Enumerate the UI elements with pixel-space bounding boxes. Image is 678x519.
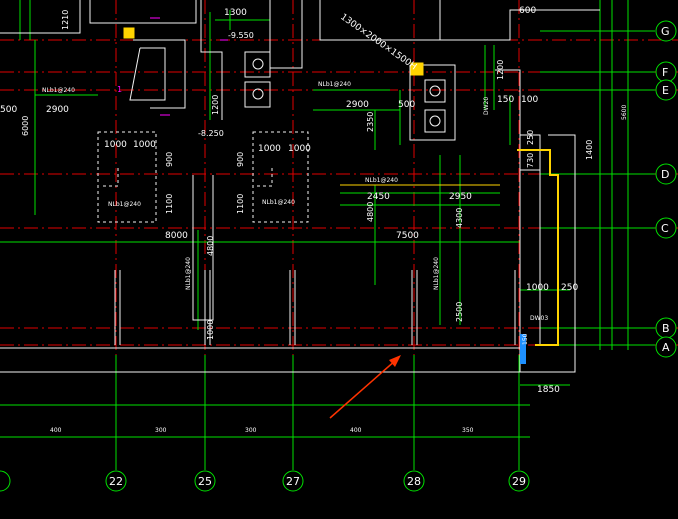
grid-row-B: B (662, 322, 670, 335)
dim-900-b: 900 (236, 152, 245, 167)
dim-150: 150 (497, 95, 514, 105)
elevation-label-2: -8.250 (198, 129, 224, 138)
dw-label-1: DW20 (483, 97, 490, 115)
dim-2350: 2350 (366, 112, 375, 132)
blue-marker (520, 334, 526, 364)
dashed-boxes (97, 131, 309, 223)
dim-1100-a: 1100 (165, 194, 174, 214)
dim-1400: 1400 (585, 140, 594, 160)
red-axis-lines (0, 0, 678, 360)
grid-row-D: D (661, 168, 669, 181)
grid-row-A: A (662, 341, 670, 354)
dim-500-mid: 500 (398, 100, 415, 110)
dim-350: 350 (462, 427, 474, 434)
dim-5600: 5600 (621, 105, 628, 120)
magenta-mark-1: 1 (117, 85, 122, 94)
dim-500-left: 500 (0, 105, 17, 115)
dim-730: 730 (526, 153, 535, 168)
dim-1000-d: 1000 (288, 144, 311, 154)
vertical-dimension-labels: 1210 6000 1200 1200 2350 250 730 1400 90… (21, 10, 628, 345)
white-walls (0, 0, 600, 373)
beam-label-1: NLb1@240 (42, 87, 75, 94)
beam-label-3: NLb1@240 (108, 201, 141, 208)
green-dimension-lines (0, 0, 655, 470)
dim-1300: 1300 (224, 8, 247, 18)
dim-8000: 8000 (165, 231, 188, 241)
grid-row-G: G (661, 25, 670, 38)
dim-1000-c: 1000 (258, 144, 281, 154)
dim-100: 100 (521, 95, 538, 105)
elevation-label-1: -9.550 (228, 31, 254, 40)
dim-1210: 1210 (61, 10, 70, 30)
dim-250-a: 250 (526, 130, 535, 145)
dim-1100-b: 1100 (236, 194, 245, 214)
dim-2450: 2450 (367, 192, 390, 202)
grid-row-F: F (662, 66, 668, 79)
beam-label-5: NLb1@240 (365, 177, 398, 184)
grid-row-E: E (662, 84, 669, 97)
dim-600-top: 600 (519, 6, 536, 16)
dim-4800-v: 4800 (206, 236, 215, 256)
dim-1000-e: 1000 (526, 283, 549, 293)
dim-1000-b: 1000 (133, 140, 156, 150)
dim-400: 400 (50, 427, 62, 434)
row-grid-bubbles (655, 20, 677, 358)
beam-label-2: NLb1@240 (318, 81, 351, 88)
shaft-detail (244, 51, 446, 133)
dim-150-b: 150 (522, 333, 529, 345)
dim-250-b: 250 (561, 283, 578, 293)
dim-900-a: 900 (165, 152, 174, 167)
dimension-labels: 600 1300 2900 500 2900 500 150 100 1000 … (0, 6, 578, 434)
dim-2900-mid: 2900 (346, 100, 369, 110)
beam-label-7: NLb1@240 (433, 257, 440, 290)
dim-6000: 6000 (21, 116, 30, 136)
dim-1850: 1850 (537, 385, 560, 395)
dim-1000-v: 1000 (206, 320, 215, 340)
dim-1200-a: 1200 (211, 95, 220, 115)
dim-2500: 2500 (455, 302, 464, 322)
grid-col-28: 28 (407, 475, 421, 488)
dim-300-a: 300 (155, 427, 167, 434)
dim-4300: 4300 (455, 208, 464, 228)
dw-label-2: DW03 (530, 315, 548, 322)
grid-col-27: 27 (286, 475, 300, 488)
column-grid-bubbles (0, 470, 530, 492)
dim-300-b: 300 (245, 427, 257, 434)
yellow-markings (123, 27, 559, 346)
grid-col-25: 25 (198, 475, 212, 488)
dim-1200-b: 1200 (496, 60, 505, 80)
dim-7500: 7500 (396, 231, 419, 241)
dim-4800: 4800 (366, 202, 375, 222)
opening-size-label: 1300×2000×1500H (338, 12, 418, 72)
dim-2900-left: 2900 (46, 105, 69, 115)
dim-1000-a: 1000 (104, 140, 127, 150)
red-arrow (329, 355, 401, 419)
magenta-marks (150, 17, 228, 116)
grid-col-22: 22 (109, 475, 123, 488)
beam-label-4: NLb1@240 (262, 199, 295, 206)
dim-2950: 2950 (449, 192, 472, 202)
dim-400-b: 400 (350, 427, 362, 434)
grid-col-29: 29 (512, 475, 526, 488)
beam-label-6: NLb1@240 (185, 257, 192, 290)
grid-row-C: C (661, 222, 669, 235)
